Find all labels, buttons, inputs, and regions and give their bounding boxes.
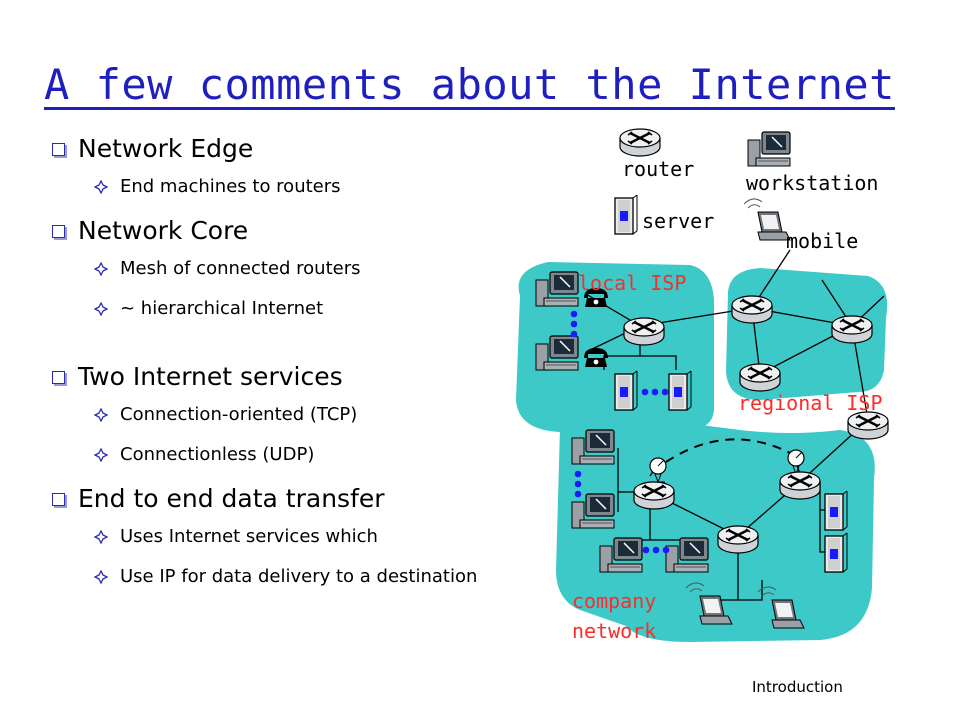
laptop-icon — [757, 586, 805, 629]
router-icon — [846, 410, 890, 441]
square-bullet-icon — [52, 371, 65, 384]
laptop-icon — [685, 582, 733, 625]
bullet-internet-services: Two Internet services — [50, 360, 510, 394]
satellite-dish-icon — [787, 449, 805, 475]
square-bullet-icon — [52, 493, 65, 506]
router-icon — [738, 362, 782, 393]
phone-icon — [584, 288, 608, 307]
company-network-region — [556, 412, 875, 642]
ellipsis-dots — [574, 470, 670, 554]
sub-bullet-text: Mesh of connected routers — [120, 258, 361, 279]
server-icon — [668, 370, 692, 411]
laptop-icon — [743, 198, 791, 241]
server-icon — [824, 490, 848, 531]
diamond-bullet-icon — [94, 302, 108, 316]
bullet-end-to-end: End to end data transfer — [50, 482, 510, 516]
satellite-dish-icon — [649, 457, 667, 483]
legend-workstation-label: workstation — [746, 171, 878, 195]
diamond-bullet-icon — [94, 408, 108, 422]
diamond-bullet-icon — [94, 448, 108, 462]
bullet-list: Network Edge End machines to routers Net… — [50, 126, 510, 590]
bullet-network-edge: Network Edge — [50, 132, 510, 166]
diamond-bullet-icon — [94, 262, 108, 276]
diamond-bullet-icon — [94, 180, 108, 194]
company-network-label-line1: company — [572, 589, 656, 613]
workstation-icon — [747, 131, 791, 167]
slide-title: A few comments about the Internet — [44, 60, 895, 109]
workstation-icon — [535, 271, 579, 307]
router-icon — [622, 316, 666, 347]
sub-bullet: Mesh of connected routers — [50, 256, 510, 282]
sub-bullet-text: Use IP for data delivery to a destinatio… — [120, 566, 478, 587]
legend-router-label: router — [622, 157, 694, 181]
legend-server-label: server — [642, 209, 714, 233]
square-bullet-icon — [52, 225, 65, 238]
bullet-network-core: Network Core — [50, 214, 510, 248]
sub-bullet-text: End machines to routers — [120, 176, 341, 197]
router-icon — [830, 314, 874, 345]
sub-bullet: Use IP for data delivery to a destinatio… — [50, 564, 510, 590]
square-bullet-icon — [52, 143, 65, 156]
workstation-icon — [535, 335, 579, 371]
bullet-text: End to end data transfer — [78, 484, 385, 513]
server-icon — [824, 532, 848, 573]
phone-icon — [584, 348, 608, 367]
sub-bullet-text: Connection-oriented (TCP) — [120, 404, 358, 425]
router-icon — [716, 524, 760, 555]
server-icon — [614, 370, 638, 411]
sub-bullet: ~ hierarchical Internet — [50, 296, 510, 322]
sub-bullet-text: ~ hierarchical Internet — [120, 298, 324, 319]
workstation-icon — [665, 537, 709, 573]
sub-bullet: Connectionless (UDP) — [50, 442, 510, 468]
slide-footer: Introduction — [752, 678, 843, 696]
diamond-bullet-icon — [94, 570, 108, 584]
workstation-icon — [599, 537, 643, 573]
router-icon — [618, 127, 662, 158]
spacer — [50, 322, 510, 360]
server-icon — [614, 194, 638, 235]
router-icon — [632, 480, 676, 511]
workstation-icon — [571, 429, 615, 465]
router-icon — [730, 294, 774, 325]
company-network-label-line2: network — [572, 619, 656, 643]
bullet-text: Network Edge — [78, 134, 254, 163]
ellipsis-dots — [570, 310, 669, 396]
bullet-text: Two Internet services — [78, 362, 343, 391]
legend-mobile-label: mobile — [786, 229, 858, 253]
router-icon — [778, 470, 822, 501]
local-isp-label: local ISP — [578, 271, 686, 295]
regional-isp-region — [726, 268, 888, 400]
bullet-text: Network Core — [78, 216, 249, 245]
regional-isp-label: regional ISP — [738, 391, 883, 415]
sub-bullet-text: Connectionless (UDP) — [120, 444, 315, 465]
diamond-bullet-icon — [94, 530, 108, 544]
sub-bullet-text: Uses Internet services which — [120, 526, 378, 547]
sub-bullet: Connection-oriented (TCP) — [50, 402, 510, 428]
workstation-icon — [571, 493, 615, 529]
local-isp-region — [516, 262, 714, 432]
sub-bullet: Uses Internet services which — [50, 524, 510, 550]
sub-bullet: End machines to routers — [50, 174, 510, 200]
